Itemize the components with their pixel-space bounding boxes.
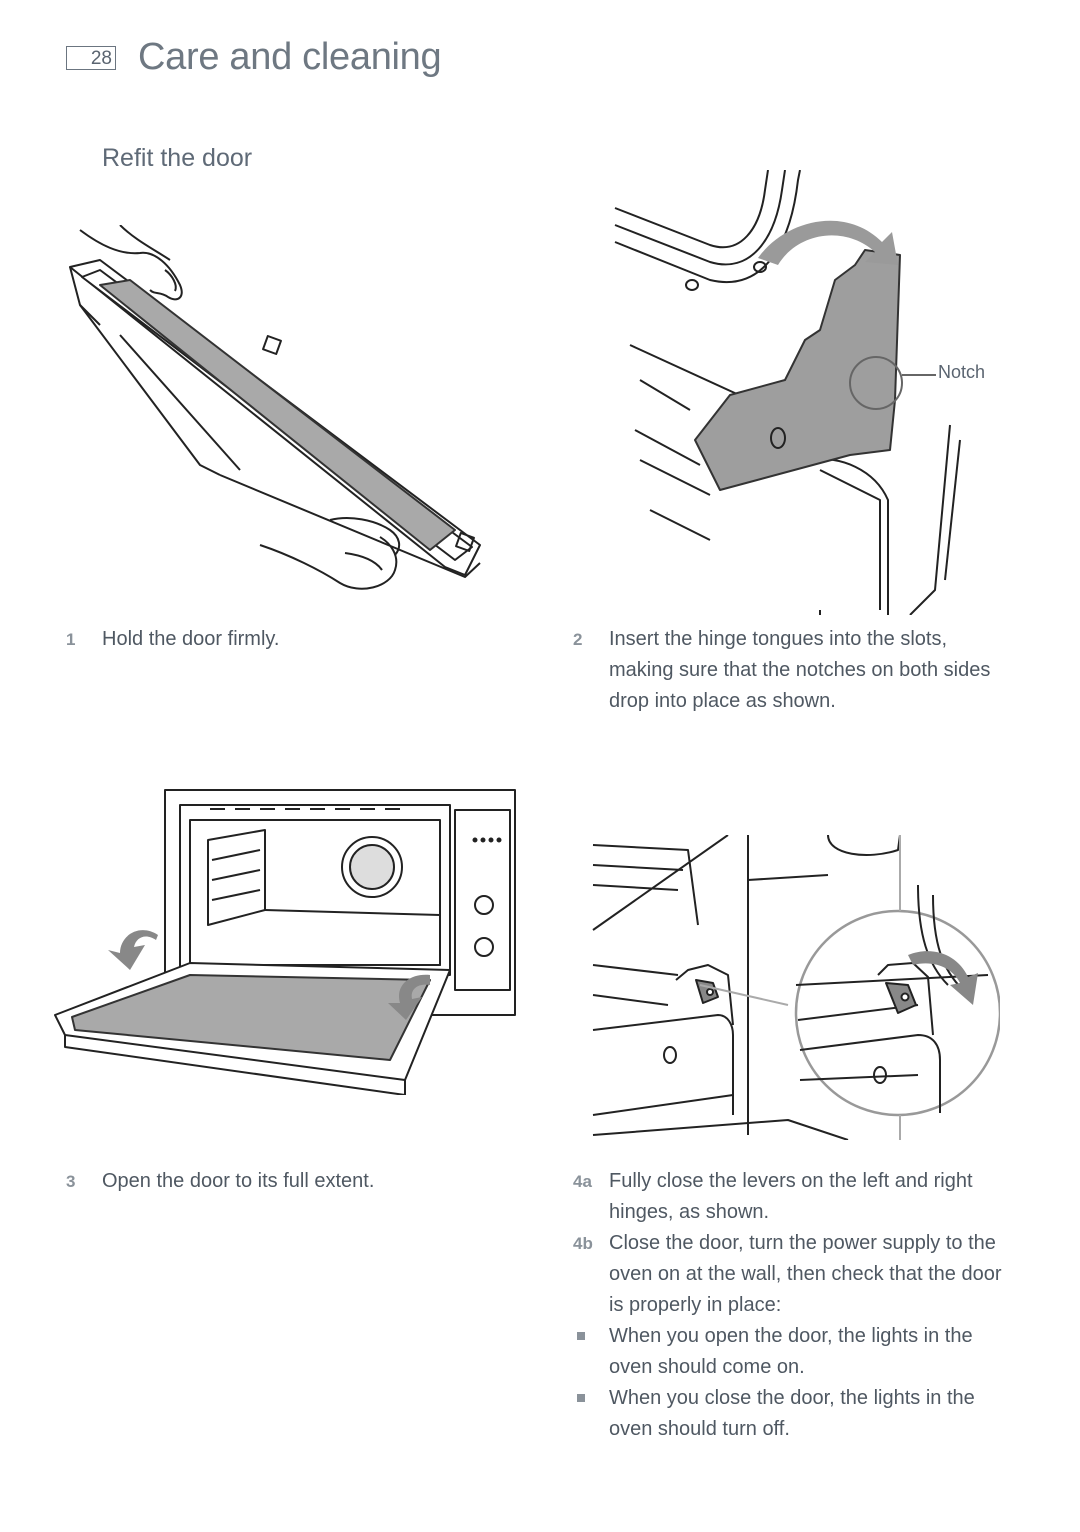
- step-number: 4b: [573, 1234, 593, 1253]
- step-text: Open the door to its full extent.: [102, 1170, 375, 1192]
- bullet-square-icon: [577, 1332, 585, 1340]
- step-text: Hold the door firmly.: [102, 628, 280, 650]
- bullet-square-icon: [577, 1394, 585, 1402]
- figure-close-levers: [588, 835, 1000, 1140]
- step-text: Insert the hinge tongues into the slots,…: [609, 628, 991, 712]
- page-title: Care and cleaning: [138, 36, 442, 78]
- bullet-text: When you open the door, the lights in th…: [609, 1325, 973, 1378]
- step-text: Close the door, turn the power supply to…: [609, 1232, 1002, 1316]
- section-title: Refit the door: [102, 144, 253, 172]
- page-number: 28: [66, 46, 116, 70]
- step-text: Fully close the levers on the left and r…: [609, 1170, 973, 1223]
- figure-hold-door: [60, 225, 490, 595]
- step-number: 3: [66, 1172, 76, 1191]
- figure-open-door: [50, 785, 520, 1095]
- step-number: 4a: [573, 1172, 592, 1191]
- notch-callout-label: Notch: [938, 362, 986, 382]
- bullet-text: When you close the door, the lights in t…: [609, 1387, 975, 1440]
- step-number: 1: [66, 630, 76, 649]
- figure-hinge-notch: [610, 170, 1010, 615]
- step-number: 2: [573, 630, 583, 649]
